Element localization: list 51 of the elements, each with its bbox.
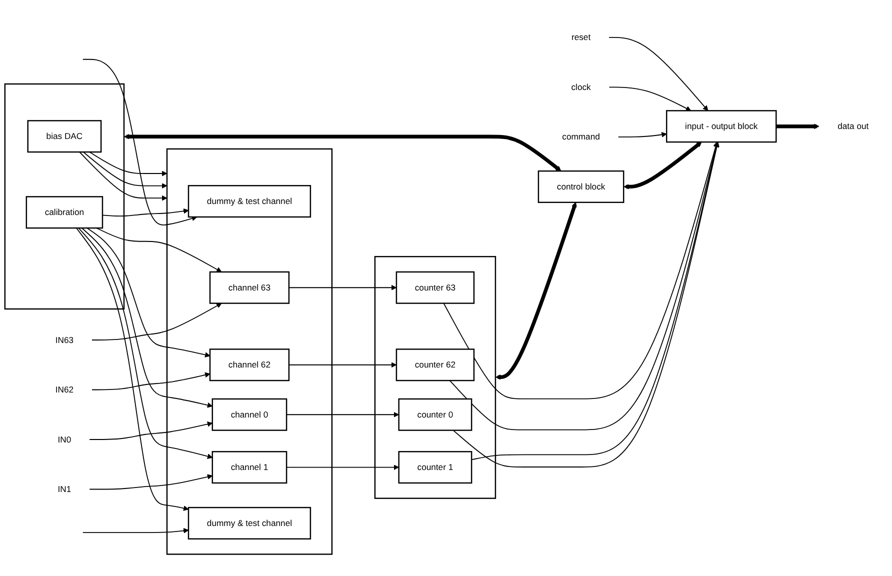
node-text: IN62 [55, 384, 74, 394]
node-box: dummy & test channel [188, 185, 312, 218]
node-text: data out [838, 121, 869, 131]
arrow [82, 58, 198, 226]
node-text: IN0 [58, 434, 72, 444]
node-text: IN1 [58, 484, 72, 494]
arrow [624, 142, 702, 190]
node-box: channel 62 [209, 348, 290, 382]
node-box: counter 63 [396, 271, 475, 304]
arrow [288, 362, 397, 368]
node-text: IN63 [55, 334, 74, 345]
arrow [81, 228, 213, 408]
arrow [96, 228, 222, 272]
arrow [92, 372, 210, 390]
arrow [82, 152, 168, 188]
arrow [608, 36, 708, 111]
node-box: channel 63 [209, 271, 290, 304]
node-text: reset [571, 32, 591, 42]
arrow [286, 412, 400, 418]
node-box: counter 1 [398, 451, 472, 484]
arrow [608, 86, 692, 111]
arrow [618, 132, 667, 138]
arrow [89, 474, 213, 490]
node-box: input - output block [666, 110, 777, 143]
arrow [102, 208, 189, 217]
node-text: clock [571, 82, 591, 92]
cluster [4, 83, 125, 310]
node-box: counter 0 [398, 398, 472, 431]
arrow [286, 464, 400, 470]
arrow [288, 284, 397, 290]
arrow [79, 152, 168, 201]
arrow [89, 422, 213, 440]
arrow [92, 303, 222, 340]
arrow [124, 134, 562, 172]
arrow [495, 202, 577, 380]
arrow [76, 228, 189, 511]
node-box: dummy & test channel [188, 506, 312, 540]
arrow [89, 152, 168, 176]
cluster [166, 148, 333, 555]
node-box: channel 1 [212, 451, 288, 484]
node-text: command [562, 132, 600, 142]
arrow [82, 528, 189, 534]
arrow [776, 124, 820, 130]
node-box: control block [538, 170, 624, 203]
cluster [374, 256, 496, 499]
node-box: counter 62 [396, 348, 475, 382]
node-box: bias DAC [27, 120, 102, 153]
arrow [78, 228, 213, 459]
node-box: channel 0 [212, 398, 288, 431]
arrow [86, 228, 210, 358]
node-box: calibration [26, 196, 104, 229]
